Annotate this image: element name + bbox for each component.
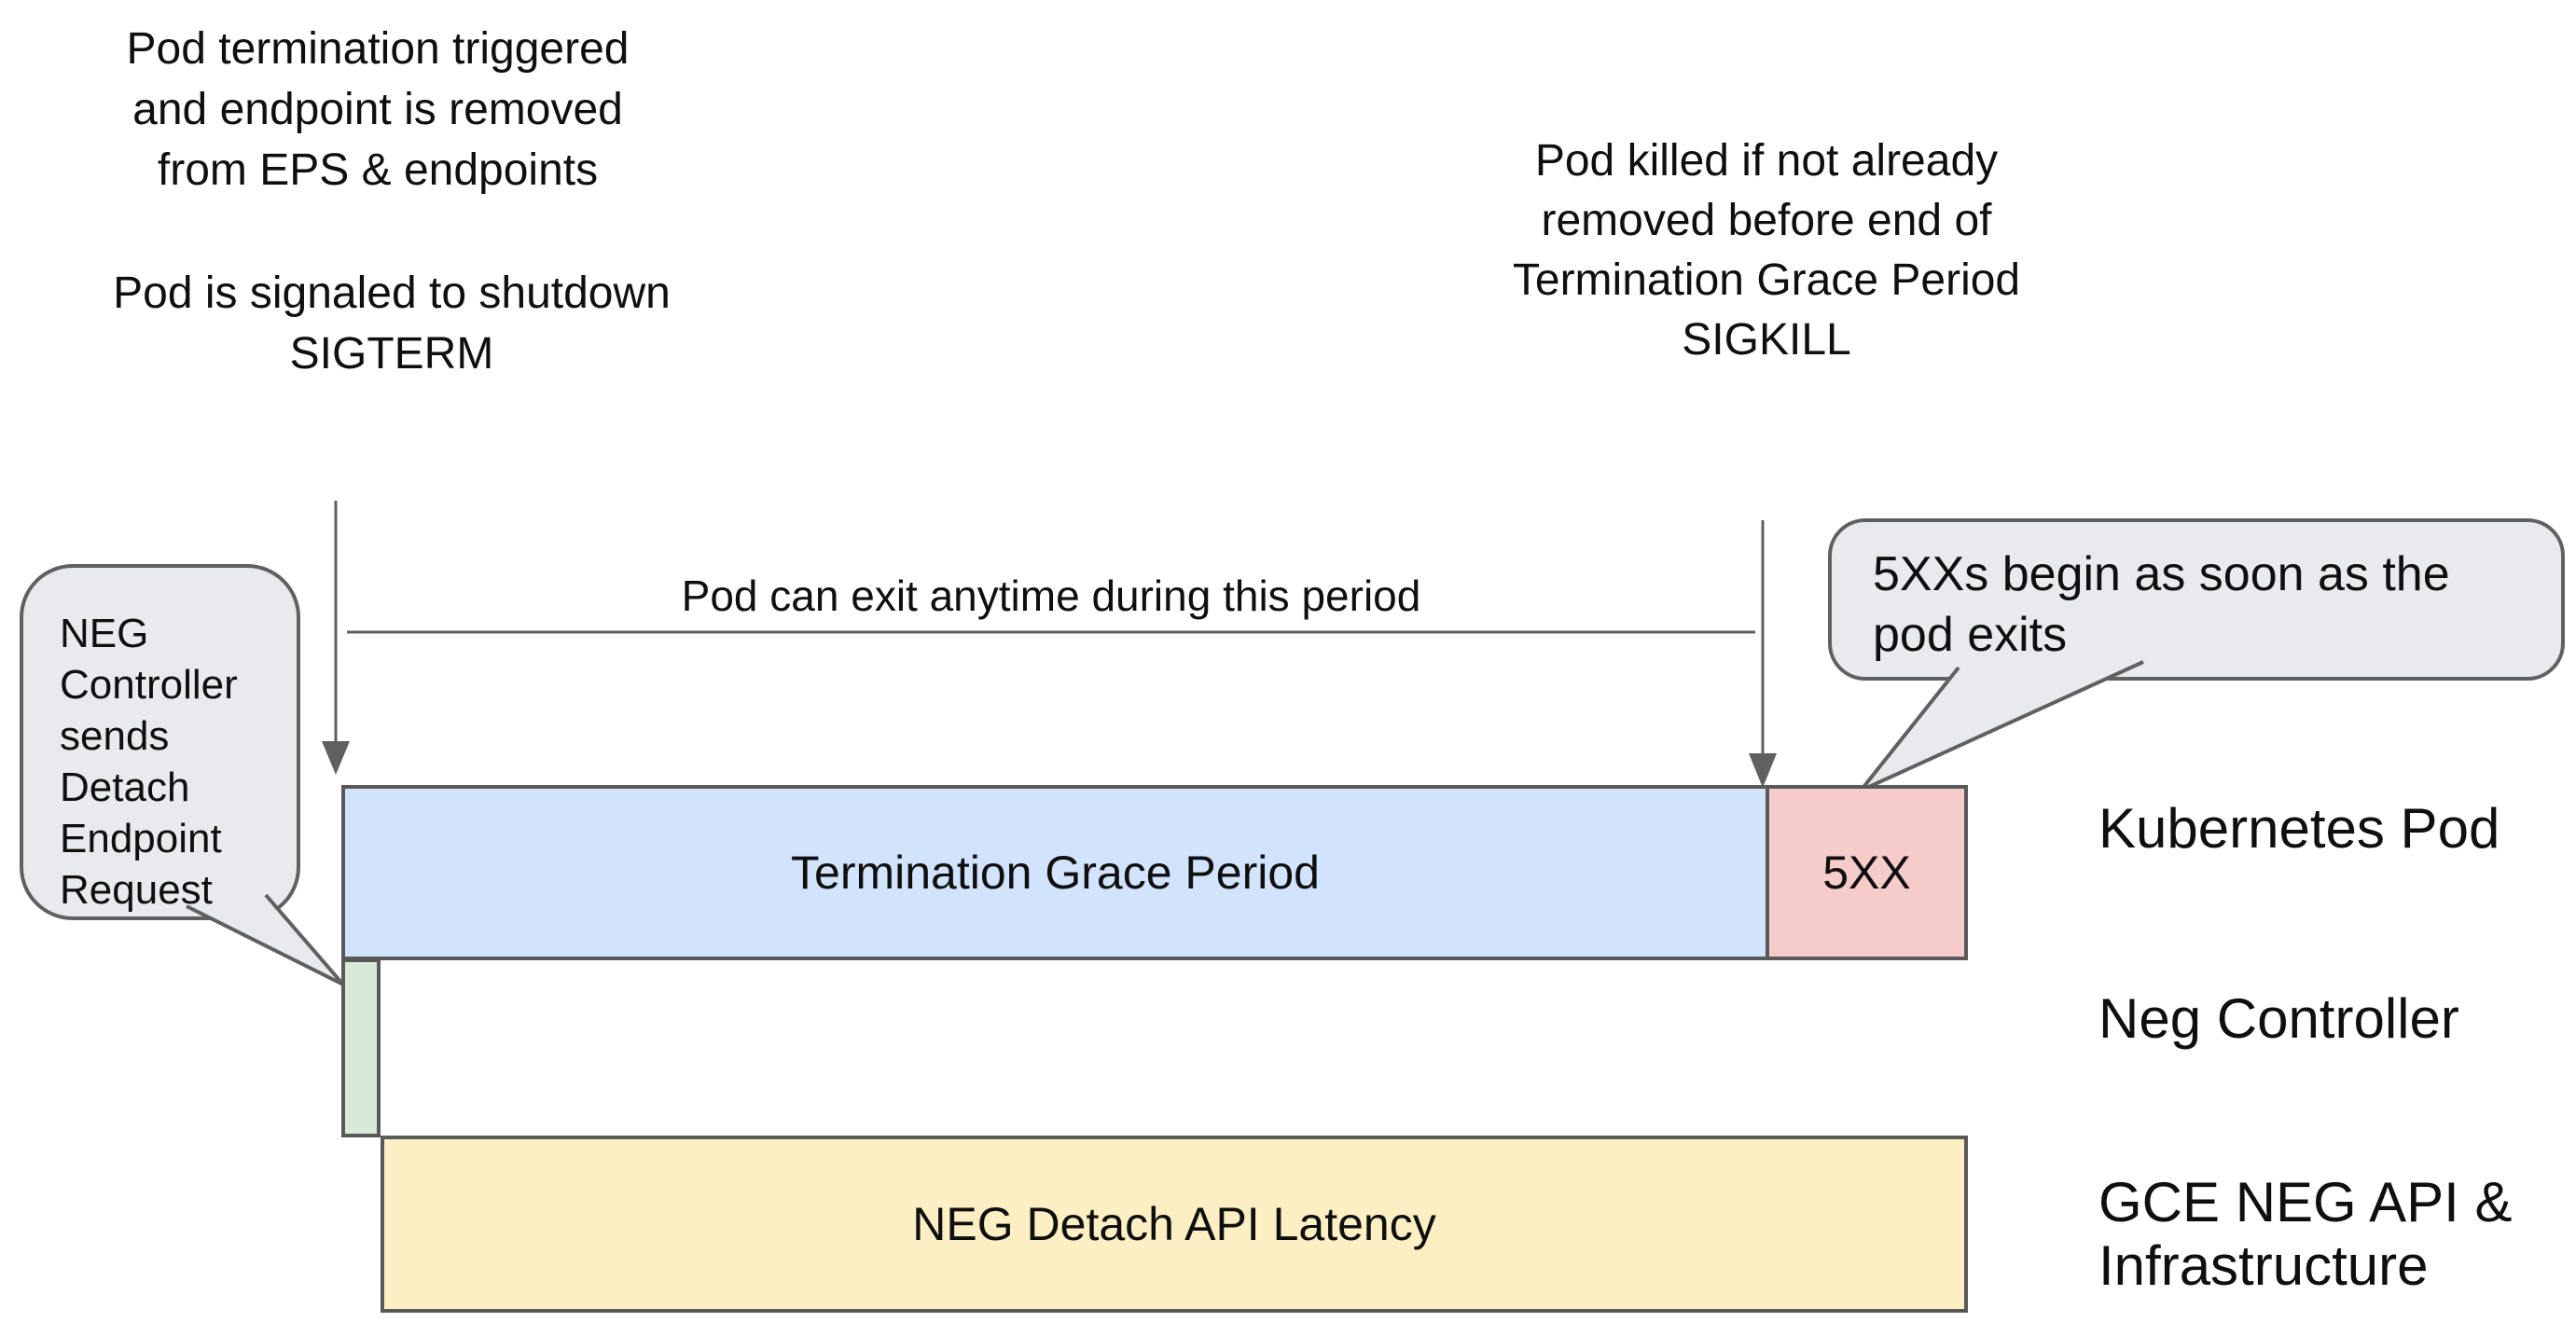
period-label: Pod can exit anytime during this period <box>681 572 1421 620</box>
termination-grace-period-label: Termination Grace Period <box>791 847 1320 899</box>
termination-grace-period-bar: Termination Grace Period <box>345 789 1766 957</box>
neg-detach-api-latency-bar: NEG Detach API Latency <box>381 1136 1968 1313</box>
annotation-pod-signaled-sigterm: Pod is signaled to shutdown SIGTERM <box>113 269 671 379</box>
kubernetes-pod-row: Termination Grace Period 5XX <box>341 785 1968 960</box>
callout-neg-controller-text: NEG Controller sends Detach Endpoint Req… <box>60 611 238 913</box>
neg-detach-api-latency-label: NEG Detach API Latency <box>912 1198 1436 1250</box>
five-xx-label: 5XX <box>1822 847 1911 899</box>
annotation-pod-killed-sigkill: Pod killed if not already removed before… <box>1512 136 2021 365</box>
lane-label-neg-controller: Neg Controller <box>2098 987 2459 1050</box>
lane-label-kubernetes-pod: Kubernetes Pod <box>2098 797 2500 860</box>
sigterm-arrowhead-icon <box>322 741 350 775</box>
callout-5xx-tail <box>1859 660 2144 792</box>
five-xx-bar: 5XX <box>1766 789 1964 957</box>
annotation-pod-termination: Pod termination triggered and endpoint i… <box>126 24 630 195</box>
sigkill-arrowhead-icon <box>1749 753 1777 788</box>
lane-label-gce-neg-api: GCE NEG API & Infrastructure <box>2098 1171 2513 1297</box>
neg-controller-bar <box>341 958 381 1137</box>
callout-5xx-text: 5XXs begin as soon as the pod exits <box>1873 547 2450 662</box>
